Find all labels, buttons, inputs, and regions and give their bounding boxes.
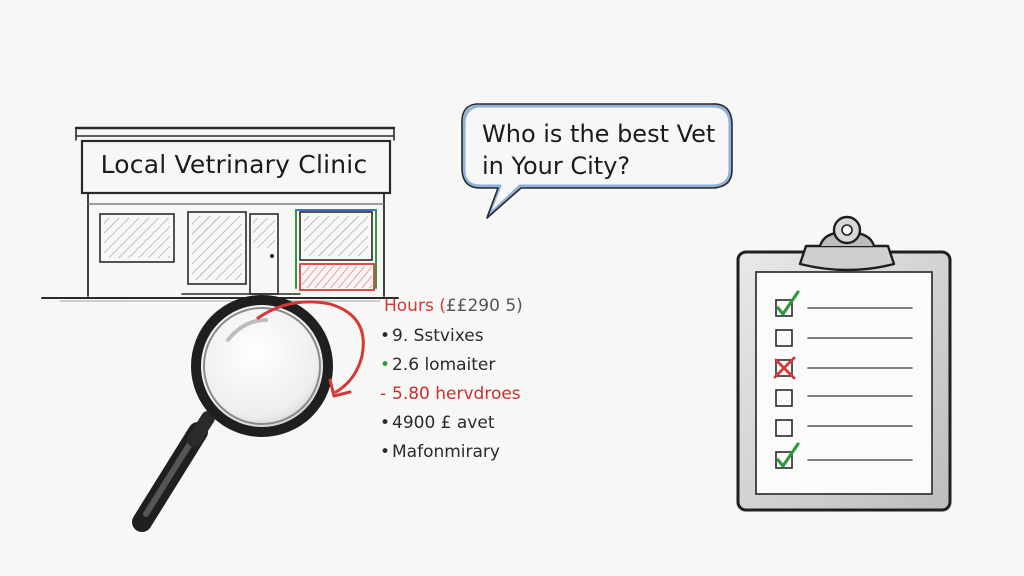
checklist-item-empty bbox=[775, 419, 793, 437]
list-item-text: 4900 £ avet bbox=[392, 413, 495, 433]
list-item-text: 9. Sstvixes bbox=[392, 326, 484, 346]
list-item: •2.6 lomaiter bbox=[380, 351, 521, 380]
checklist-item-checked bbox=[775, 442, 800, 469]
checklist bbox=[773, 290, 800, 469]
list-item-text: Mafonmirary bbox=[392, 442, 500, 462]
speech-bubble-line-1: Who is the best Vet bbox=[482, 120, 716, 148]
bullet: • bbox=[380, 442, 391, 462]
list-item-text: 2.6 lomaiter bbox=[392, 355, 496, 375]
magnifying-glass-icon bbox=[132, 295, 365, 532]
bullet: • bbox=[380, 413, 391, 433]
checklist-item-empty bbox=[775, 389, 793, 407]
cross-icon bbox=[773, 356, 796, 380]
bullet: • bbox=[380, 355, 391, 375]
list-item: •4900 £ avet bbox=[380, 409, 521, 438]
clinic-building bbox=[41, 126, 399, 302]
hours-title-extra: ££290 5) bbox=[445, 296, 523, 316]
checklist-item-checked bbox=[775, 290, 800, 317]
speech-bubble bbox=[461, 103, 733, 219]
checkbox-icon bbox=[775, 329, 793, 347]
checkbox-icon bbox=[775, 389, 793, 407]
list-item-text: 5.80 hervdroes bbox=[392, 384, 521, 404]
list-item: -5.80 hervdroes bbox=[380, 380, 521, 409]
clipboard-icon bbox=[736, 215, 952, 512]
clinic-sign-text: Local Vetrinary Clinic bbox=[100, 150, 368, 179]
speech-bubble-text: Who is the best Vet in Your City? bbox=[482, 118, 722, 182]
speech-bubble-line-2: in Your City? bbox=[482, 152, 631, 180]
hours-title: Hours (££290 5) bbox=[384, 296, 523, 316]
checkbox-icon bbox=[775, 359, 793, 377]
checkmark-icon bbox=[776, 442, 800, 468]
bullet: - bbox=[380, 384, 387, 404]
bullet: • bbox=[380, 326, 391, 346]
checkbox-icon bbox=[775, 299, 793, 317]
checkbox-icon bbox=[775, 451, 793, 469]
checklist-item-empty bbox=[775, 329, 793, 347]
list-item: •Mafonmirary bbox=[380, 438, 521, 467]
hours-title-main: Hours ( bbox=[384, 296, 446, 316]
checklist-item-crossed bbox=[773, 356, 796, 380]
hours-list: •9. Sstvixes •2.6 lomaiter -5.80 hervdro… bbox=[380, 322, 521, 467]
checkmark-icon bbox=[776, 290, 800, 316]
list-item: •9. Sstvixes bbox=[380, 322, 521, 351]
checkbox-icon bbox=[775, 419, 793, 437]
